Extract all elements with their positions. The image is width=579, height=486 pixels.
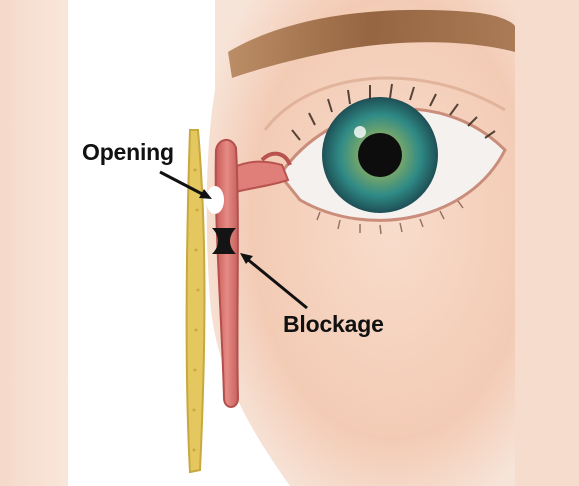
right-strip	[515, 0, 579, 486]
eye-highlight	[354, 126, 366, 138]
nasal-bone	[187, 130, 205, 472]
blockage-label: Blockage	[283, 311, 384, 338]
opening-marker	[206, 186, 224, 214]
left-strip	[0, 0, 68, 486]
opening-label: Opening	[82, 139, 174, 166]
nasolacrimal-duct	[216, 140, 238, 407]
pupil	[358, 133, 402, 177]
face-skin	[207, 0, 515, 486]
